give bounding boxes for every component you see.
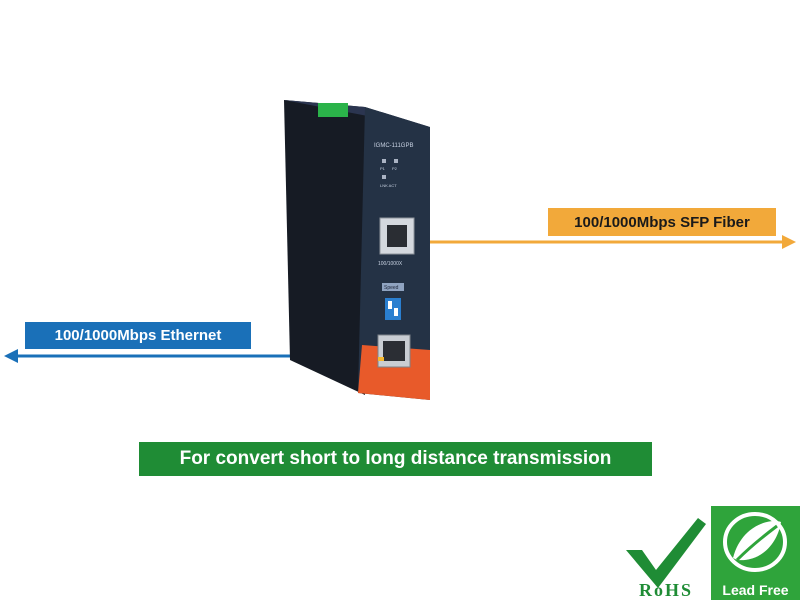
rohs-check-icon [626,518,706,588]
lead-free-text: Lead Free [722,582,789,598]
speed-label-box [382,283,404,291]
dip-switch [385,298,401,320]
lead-free-badge [711,506,800,600]
fiber-arrow-head [782,235,796,249]
device-side-panel [284,100,365,395]
speed-label: Speed [384,285,399,291]
rj45-port-opening [383,341,405,361]
ethernet-arrow-head [4,349,18,363]
device-bottom-strip [358,345,430,400]
led-p2-label: P2 [392,166,398,171]
led-p1 [382,159,386,163]
terminal-block [318,103,348,117]
fiber-label: 100/1000Mbps SFP Fiber [548,208,776,236]
led-link [382,175,386,179]
caption-banner: For convert short to long distance trans… [139,442,652,476]
dip-switch-toggle [388,301,392,309]
ethernet-label: 100/1000Mbps Ethernet [25,322,251,349]
led-link-label: LNK ACT [380,183,397,188]
rj45-led [378,357,384,361]
model-text: IGMC-111GPB [374,143,413,149]
rohs-text: RoHS [638,580,693,600]
sfp-label: 100/1000X [378,261,403,267]
media-converter-device: IGMC-111GPB P1 P2 LNK ACT 100/1000X Spee… [284,100,430,400]
dip-switch-toggle-2 [394,308,398,316]
leaf-icon [723,512,787,572]
sfp-port-opening [387,225,407,247]
led-p1-label: P1 [380,166,386,171]
led-p2 [394,159,398,163]
